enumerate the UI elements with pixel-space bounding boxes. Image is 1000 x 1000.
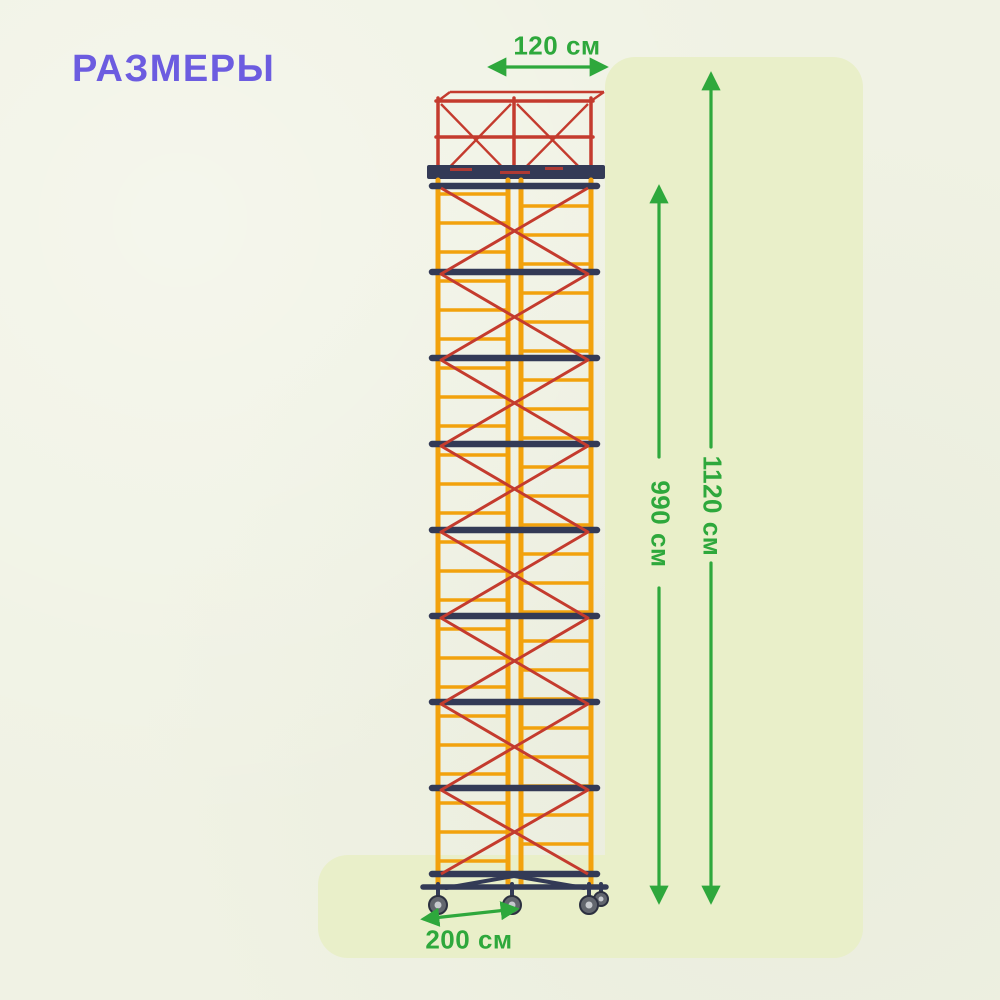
cross-braces [439, 186, 590, 876]
frame-connectors [428, 182, 601, 878]
dimension-label-platform-height: 990 см [645, 480, 676, 568]
page-title: РАЗМЕРЫ [72, 48, 276, 90]
base-frame [420, 874, 609, 899]
scaffold-tower [420, 90, 609, 915]
caster-wheels [428, 891, 609, 915]
platform [427, 165, 605, 179]
green-panel-vertical [605, 57, 863, 958]
top-guardrail [434, 90, 605, 182]
dimension-label-base-length: 200 см [425, 924, 513, 955]
base-length-arrow [420, 901, 520, 927]
dimension-label-total-height: 1120 см [697, 455, 728, 557]
dimension-label-top-width: 120 см [513, 30, 601, 61]
